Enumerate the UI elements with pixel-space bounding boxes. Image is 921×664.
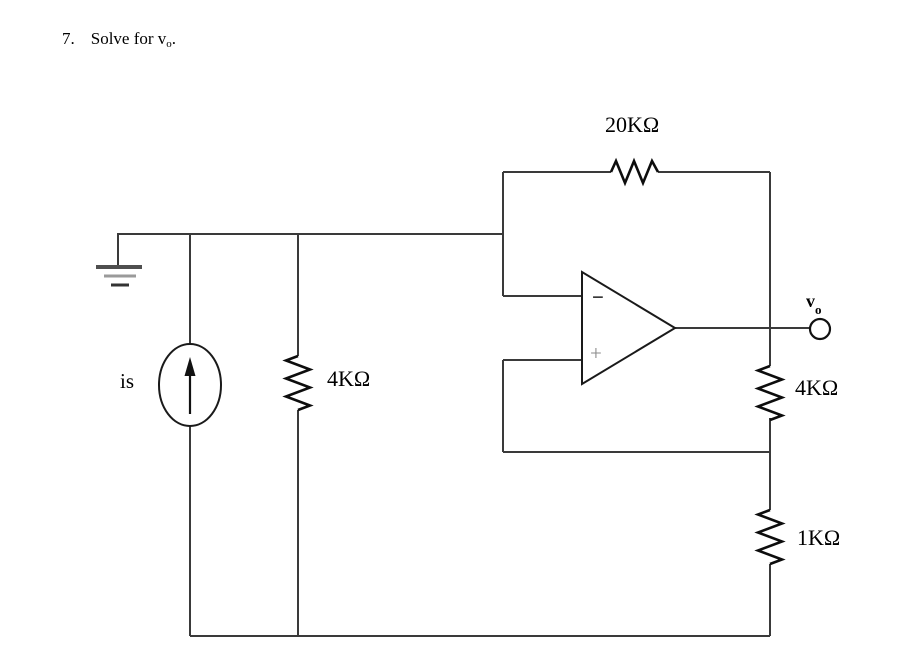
feedback-resistor-zigzag <box>609 157 660 187</box>
output-terminal-circle <box>808 317 832 341</box>
resistors <box>282 157 786 566</box>
title-subscript: o <box>166 38 172 50</box>
output-voltage-subscript: o <box>815 302 822 317</box>
output-voltage-label: vo <box>806 291 822 317</box>
wires <box>117 171 810 637</box>
input-resistor-label: 4KΩ <box>327 366 371 391</box>
load-resistor-zigzag <box>754 364 786 422</box>
bottom-resistor-zigzag <box>754 508 786 566</box>
problem-text: Solve for vo. <box>90 29 177 50</box>
problem-title: 7. Solve for vo. <box>62 30 176 50</box>
opamp-noninverting-sign: + <box>590 341 602 365</box>
current-source <box>158 343 222 427</box>
title-period: . <box>171 29 177 48</box>
feedback-resistor-label: 20KΩ <box>605 112 660 137</box>
input-resistor-zigzag <box>282 354 314 412</box>
load-resistor-label: 4KΩ <box>795 375 839 400</box>
current-source-arrow-head <box>184 357 196 376</box>
opamp-inverting-sign: − <box>592 285 604 309</box>
current-source-label: is <box>120 369 135 393</box>
opamp-triangle <box>581 270 677 386</box>
problem-number: 7. <box>62 29 75 48</box>
bottom-resistor-label: 1KΩ <box>797 525 841 550</box>
ground-symbol <box>96 265 142 287</box>
